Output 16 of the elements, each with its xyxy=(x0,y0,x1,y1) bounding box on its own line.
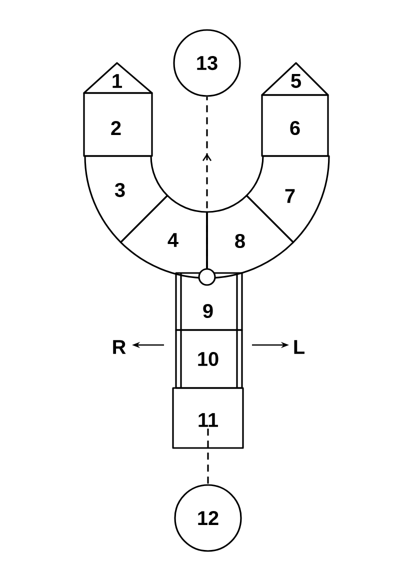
arc-segment: 7 xyxy=(246,155,330,244)
roof-triangle: 1 xyxy=(83,62,153,94)
arc-segment: 3 xyxy=(84,155,168,244)
direction-letter: R xyxy=(113,340,126,354)
direction-letter: L xyxy=(294,340,304,354)
segment-box: 2 xyxy=(83,92,153,157)
segment-box: 6 xyxy=(261,94,329,157)
connector-line xyxy=(202,96,212,268)
segment-box: 9 xyxy=(175,272,243,331)
circle-node: 12 xyxy=(174,484,242,552)
segment-box: 10 xyxy=(175,329,243,389)
connector-line xyxy=(207,428,209,484)
segment-box: 11 xyxy=(172,387,244,449)
roof-triangle: 5 xyxy=(261,62,329,96)
junction-circle xyxy=(198,268,216,286)
circle-node: 13 xyxy=(173,29,241,97)
